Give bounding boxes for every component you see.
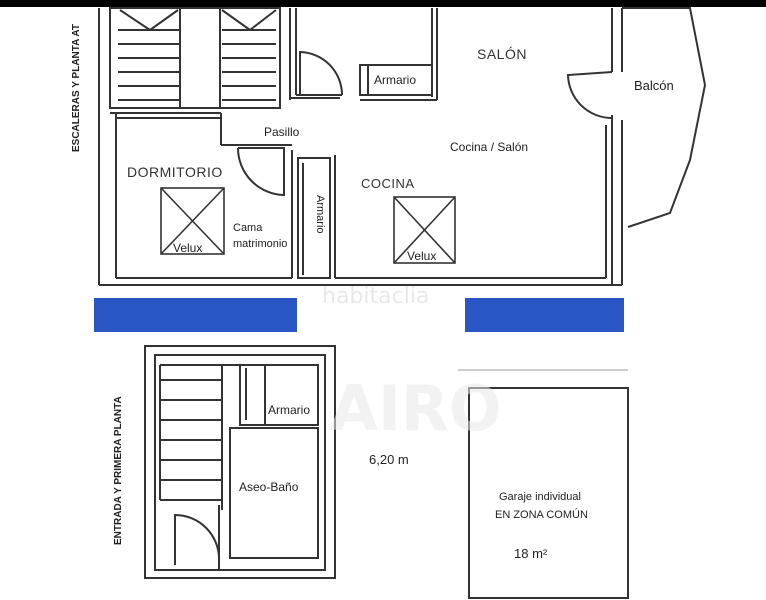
label-vertical-bottom: ENTRADA Y PRIMERA PLANTA xyxy=(113,396,124,545)
top-frame xyxy=(0,0,766,7)
label-vertical-top: ESCALERAS Y PLANTA AT xyxy=(71,24,82,152)
watermark-brand: habitaclia xyxy=(322,284,429,309)
label-dimension: 6,20 m xyxy=(369,452,409,467)
label-garaje-2: EN ZONA COMÚN xyxy=(495,508,588,521)
upper-floor xyxy=(98,7,707,286)
label-cama: Cama xyxy=(233,222,263,234)
velux-windows xyxy=(160,187,456,264)
watermark-agency: AIRO xyxy=(330,372,502,445)
label-garaje-1: Garaje individual xyxy=(499,491,581,503)
label-cocina-salon: Cocina / Salón xyxy=(450,140,528,154)
label-cocina: COCINA xyxy=(361,176,415,191)
label-velux-cocina: Velux xyxy=(407,249,436,263)
label-armario-lower: Armario xyxy=(268,403,310,417)
lower-floor xyxy=(144,345,336,579)
label-salon: SALÓN xyxy=(477,46,527,62)
label-balcon: Balcón xyxy=(634,78,674,93)
garage xyxy=(468,387,629,599)
label-velux-dormitorio: Velux xyxy=(173,241,202,255)
label-matrimonio: matrimonio xyxy=(233,238,287,250)
label-armario-vertical: Armario xyxy=(314,195,326,234)
label-pasillo: Pasillo xyxy=(264,125,300,139)
label-aseo: Aseo-Baño xyxy=(239,480,299,494)
label-dormitorio: DORMITORIO xyxy=(127,164,223,180)
label-armario-top: Armario xyxy=(374,73,416,87)
label-garaje-area: 18 m² xyxy=(514,546,548,561)
